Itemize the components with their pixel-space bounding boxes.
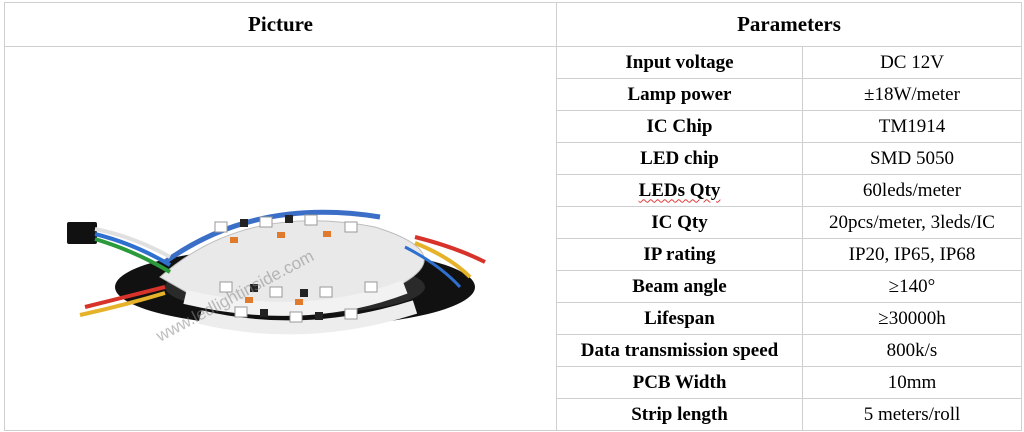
param-name: Strip length	[556, 398, 803, 431]
param-name: PCB Width	[556, 366, 803, 399]
param-value: SMD 5050	[802, 142, 1022, 175]
table-row: Strip length 5 meters/roll	[5, 398, 1022, 431]
param-name: LEDs Qty	[556, 174, 803, 207]
param-value: ±18W/meter	[802, 78, 1022, 111]
param-name: Lifespan	[556, 302, 803, 335]
param-value: 10mm	[802, 366, 1022, 399]
table-row: Lifespan ≥30000h	[5, 302, 1022, 335]
header-row: Picture Parameters	[4, 2, 1022, 47]
param-name: IC Chip	[556, 110, 803, 143]
table-row: Data transmission speed 800k/s	[5, 334, 1022, 367]
header-parameters: Parameters	[556, 2, 1022, 47]
param-value: 5 meters/roll	[802, 398, 1022, 431]
param-name-text: LEDs Qty	[638, 179, 721, 201]
table-row: IC Qty 20pcs/meter, 3leds/IC	[5, 206, 1022, 239]
param-value: 800k/s	[802, 334, 1022, 367]
picture-cell: www.ledlightinside.com	[4, 46, 557, 431]
param-value: DC 12V	[802, 46, 1022, 79]
param-name: IC Qty	[556, 206, 803, 239]
param-name: LED chip	[556, 142, 803, 175]
parameters-table: Picture Parameters	[4, 2, 1022, 431]
table-row: Lamp power ±18W/meter	[5, 78, 1022, 111]
param-value: IP20, IP65, IP68	[802, 238, 1022, 271]
param-value: 60leds/meter	[802, 174, 1022, 207]
table-row: IP rating IP20, IP65, IP68	[5, 238, 1022, 271]
param-value: 20pcs/meter, 3leds/IC	[802, 206, 1022, 239]
param-value: ≥30000h	[802, 302, 1022, 335]
table-row: LEDs Qty 60leds/meter	[5, 174, 1022, 207]
param-value: TM1914	[802, 110, 1022, 143]
param-name: IP rating	[556, 238, 803, 271]
table-row: IC Chip TM1914	[5, 110, 1022, 143]
param-name: Beam angle	[556, 270, 803, 303]
led-strip-photo: www.ledlightinside.com	[67, 209, 486, 346]
header-picture: Picture	[4, 2, 557, 47]
param-name: Data transmission speed	[556, 334, 803, 367]
param-name: Lamp power	[556, 78, 803, 111]
param-value: ≥140°	[802, 270, 1022, 303]
param-name: Input voltage	[556, 46, 803, 79]
table-row: www.ledlightinside.com Input voltage DC …	[4, 46, 1022, 431]
